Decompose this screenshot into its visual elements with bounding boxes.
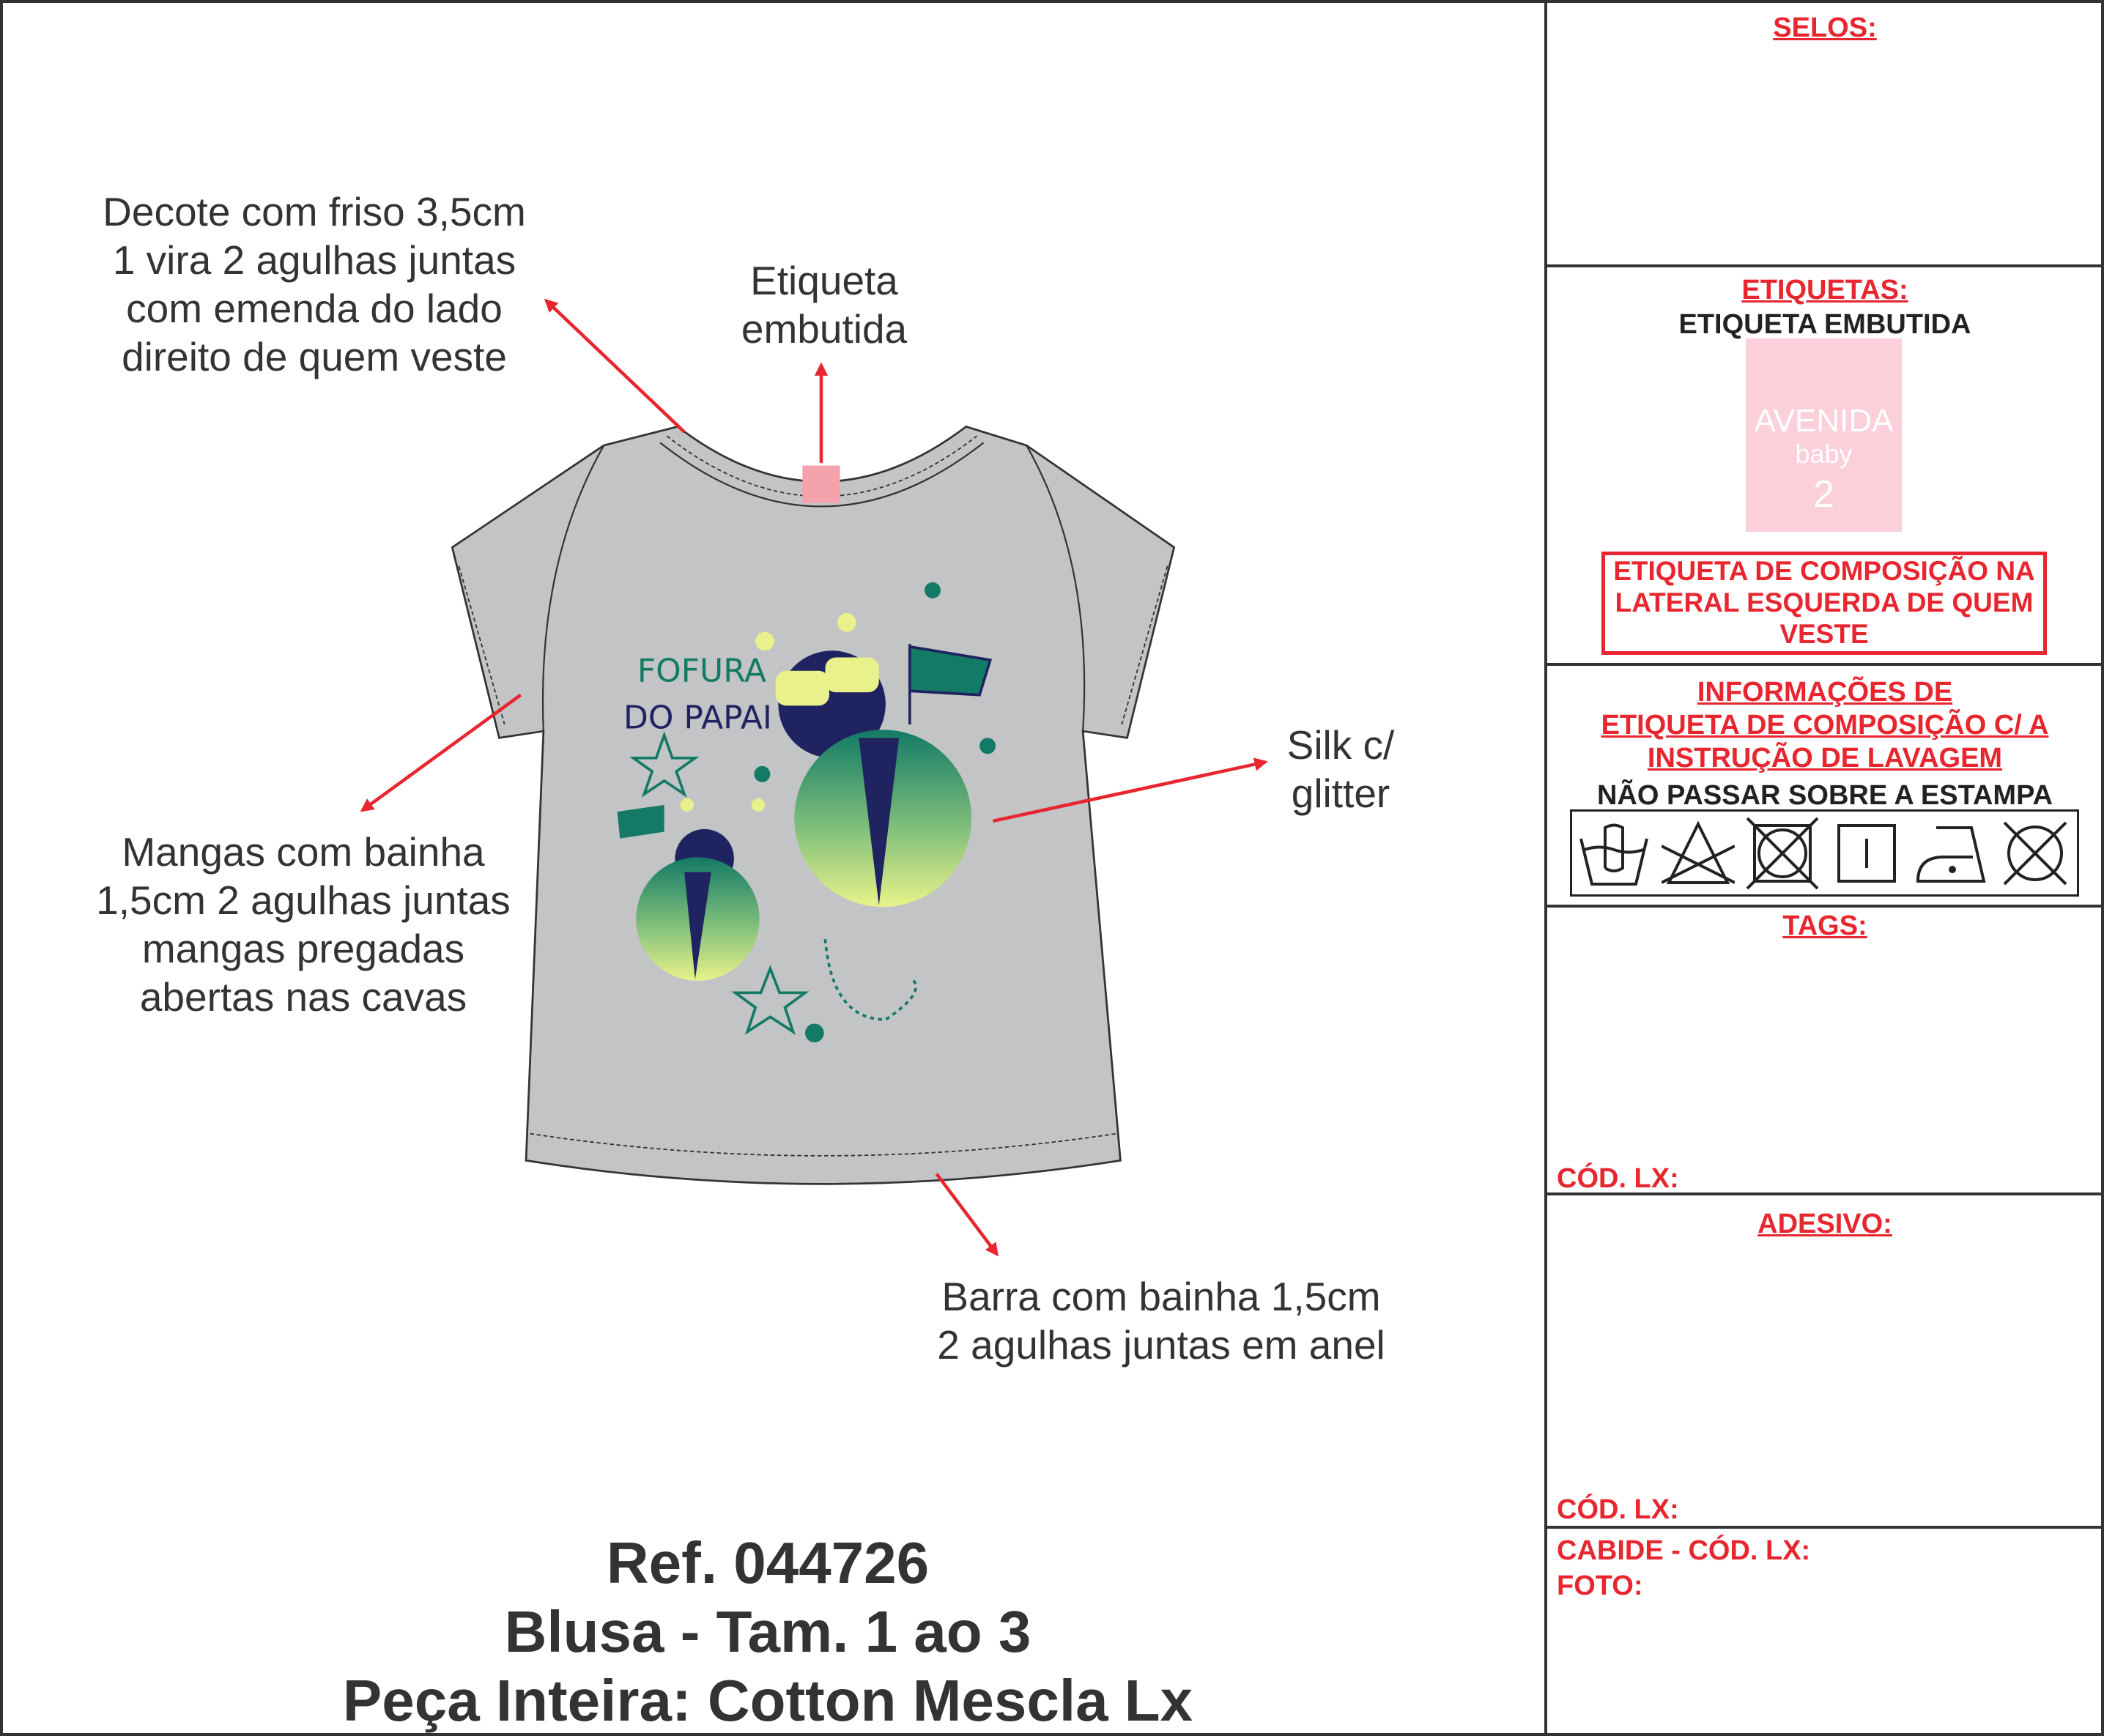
care-symbols <box>1570 809 2079 897</box>
embedded-label <box>802 465 840 503</box>
note-line: glitter <box>1291 771 1390 816</box>
warning-text: NÃO PASSAR SOBRE A ESTAMPA <box>1596 780 2053 811</box>
sleeves-note: Mangas com bainha 1,5cm 2 agulhas juntas… <box>10 828 596 1021</box>
box-line: LATERAL ESQUERDA DE QUEM <box>1615 587 2034 617</box>
note-line: 1 vira 2 agulhas juntas <box>112 237 516 283</box>
no-bleach-icon <box>1662 820 1736 884</box>
print-text-2: DO PAPAI <box>623 700 772 737</box>
heading-line: INFORMAÇÕES DE <box>1697 677 1953 708</box>
hem-note: Barra com bainha 1,5cm 2 agulhas juntas … <box>868 1272 1454 1369</box>
label-size: 2 <box>1813 473 1834 516</box>
note-line: direito de quem veste <box>122 334 507 379</box>
heading-line: ETIQUETA DE COMPOSIÇÃO C/ A <box>1601 710 2049 741</box>
cabide-label: CABIDE - CÓD. LX: <box>1557 1535 1811 1566</box>
cod-lx-label: CÓD. LX: <box>1557 1163 1679 1194</box>
print-text-1: FOFURA <box>637 652 766 689</box>
product-fabric: Peça Inteira: Cotton Mescla Lx <box>342 1668 1193 1733</box>
note-line: abertas nas cavas <box>139 974 467 1020</box>
annotation-arrows <box>360 298 1268 1257</box>
cod-lx-label: CÓD. LX: <box>1557 1494 1679 1525</box>
tags-heading: TAGS: <box>1782 910 1867 941</box>
etiqueta-embutida-text: ETIQUETA EMBUTIDA <box>1678 309 1971 340</box>
note-line: embutida <box>741 306 908 352</box>
note-line: mangas pregadas <box>141 926 465 971</box>
note-line: 1,5cm 2 agulhas juntas <box>96 878 511 923</box>
no-tumble-dry-icon <box>1746 817 1819 889</box>
box-line: VESTE <box>1779 619 1869 649</box>
line-dry-icon <box>1837 823 1896 883</box>
section-divider <box>1546 264 2104 267</box>
heading-line: INSTRUÇÃO DE LAVAGEM <box>1647 743 2003 774</box>
note-line: Barra com bainha 1,5cm <box>941 1274 1381 1319</box>
box-line: ETIQUETA DE COMPOSIÇÃO NA <box>1613 556 2035 586</box>
adesivo-heading: ADESIVO: <box>1757 1209 1892 1239</box>
label-sample: AVENIDA baby 2 <box>1746 338 1902 532</box>
note-line: Decote com friso 3,5cm <box>103 189 526 234</box>
product-description: Blusa - Tam. 1 ao 3 <box>504 1599 1031 1664</box>
label-line: baby <box>1795 439 1853 469</box>
iron-low-icon <box>1916 826 1986 883</box>
section-divider <box>1546 905 2104 908</box>
selos-heading: SELOS: <box>1773 12 1877 43</box>
label-note: Etiqueta embutida <box>531 256 1117 353</box>
composition-note-box: ETIQUETA DE COMPOSIÇÃO NA LATERAL ESQUER… <box>1601 552 2047 655</box>
panel-divider <box>1544 0 1547 1736</box>
product-title: Ref. 044726 Blusa - Tam. 1 ao 3 Peça Int… <box>182 1529 1354 1735</box>
note-line: 2 agulhas juntas em anel <box>937 1322 1385 1368</box>
print-artwork: FOFURA DO PAPAI <box>617 582 996 1043</box>
section-divider <box>1546 1526 2104 1529</box>
note-line: Etiqueta <box>750 258 898 303</box>
product-ref: Ref. 044726 <box>606 1530 930 1595</box>
neckline-note: Decote com friso 3,5cm 1 vira 2 agulhas … <box>21 188 607 381</box>
print-note: Silk c/ glitter <box>1048 721 1634 817</box>
etiquetas-heading: ETIQUETAS: <box>1741 275 1908 305</box>
section-divider <box>1546 1192 2104 1195</box>
note-line: com emenda do lado <box>126 286 503 331</box>
note-line: Mangas com bainha <box>122 829 485 875</box>
label-brand: AVENIDA <box>1754 403 1894 439</box>
note-line: Silk c/ <box>1286 722 1395 768</box>
section-divider <box>1546 663 2104 666</box>
info-heading: INFORMAÇÕES DE ETIQUETA DE COMPOSIÇÃO C/… <box>1546 676 2104 775</box>
hand-wash-icon <box>1579 823 1649 886</box>
foto-label: FOTO: <box>1557 1570 1643 1601</box>
no-dry-clean-icon <box>2003 821 2067 885</box>
